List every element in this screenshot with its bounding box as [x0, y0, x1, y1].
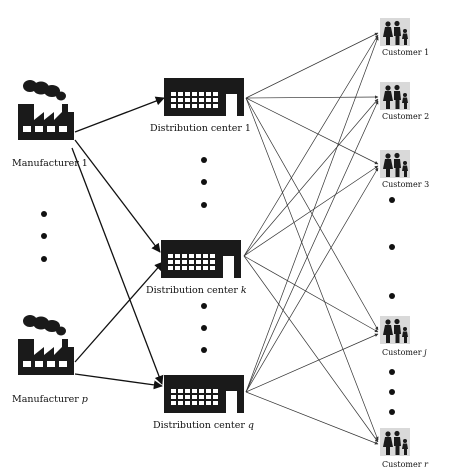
- customer-j: Customer j: [380, 316, 427, 357]
- customer-3-label: Customer 3: [382, 180, 429, 189]
- edge-mp-dcq: [74, 373, 163, 390]
- family-icon: [380, 428, 410, 456]
- distribution-edges: [243, 32, 379, 445]
- distribution-center-q-label: Distribution center q: [153, 420, 254, 431]
- customer-ellipsis-upper: [389, 197, 395, 299]
- manufacturer-1-label: Manufacturer 1: [12, 158, 88, 169]
- dc-ellipsis-lower: [201, 303, 207, 353]
- dc-ellipsis-upper: [201, 157, 207, 208]
- customer-3: Customer 3: [380, 150, 429, 189]
- distribution-center-1: Distribution center 1: [150, 78, 251, 134]
- customer-1: Customer 1: [380, 18, 429, 57]
- customer-ellipsis-lower: [389, 369, 395, 415]
- customer-2-label: Customer 2: [382, 112, 429, 121]
- customer-2: Customer 2: [380, 82, 429, 121]
- customer-j-label: Customer j: [382, 348, 427, 357]
- family-icon: [380, 18, 410, 46]
- distribution-center-k-label: Distribution center k: [146, 285, 247, 296]
- factory-icon: [18, 80, 74, 140]
- edge-m1-dck: [74, 139, 161, 253]
- edge-m1-dc1: [74, 96, 165, 133]
- manufacturer-1: Manufacturer 1: [12, 80, 88, 169]
- warehouse-icon: [161, 240, 241, 278]
- family-icon: [380, 82, 410, 110]
- family-icon: [380, 150, 410, 178]
- customer-r-label: Customer r: [382, 460, 429, 469]
- distribution-center-1-label: Distribution center 1: [150, 123, 251, 134]
- distribution-center-q: Distribution center q: [153, 375, 254, 431]
- manufacturer-edges: [71, 96, 165, 390]
- customer-r: Customer r: [380, 428, 429, 469]
- customer-1-label: Customer 1: [382, 48, 429, 57]
- distribution-center-k: Distribution center k: [146, 240, 247, 296]
- manufacturer-ellipsis: [41, 211, 47, 262]
- edge-mp-dck: [74, 261, 164, 363]
- edge-m1-dcq: [71, 147, 164, 385]
- manufacturer-p: Manufacturer p: [12, 315, 88, 405]
- manufacturer-p-label: Manufacturer p: [12, 394, 88, 405]
- warehouse-icon: [164, 375, 244, 413]
- warehouse-icon: [164, 78, 244, 116]
- family-icon: [380, 316, 410, 344]
- factory-icon: [18, 315, 74, 375]
